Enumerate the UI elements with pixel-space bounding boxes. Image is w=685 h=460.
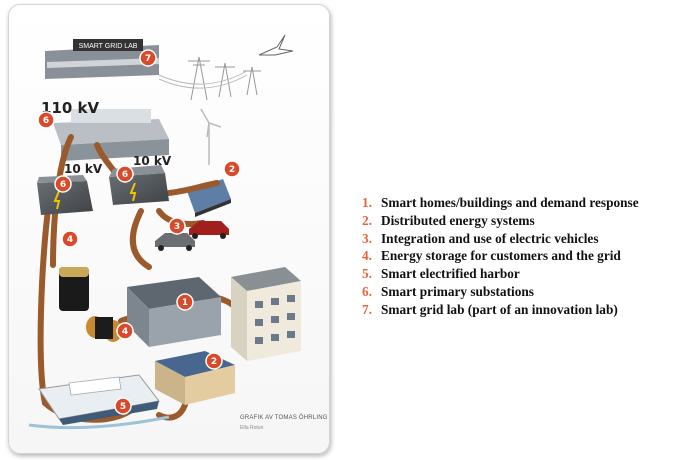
legend-number: 3. [362, 230, 372, 246]
badge-3: 3 [168, 217, 186, 235]
voltage-label-110kv: 110 kV [41, 99, 100, 117]
illustration-drawing: SMART GRID LAB 110 kV [28, 34, 301, 430]
legend-number: 5. [362, 266, 372, 282]
badge-4-bottom: 4 [116, 322, 134, 340]
voltage-label-10kv-left: 10 kV [64, 162, 103, 176]
svg-text:5: 5 [120, 402, 126, 412]
power-line-towers [158, 56, 261, 101]
svg-text:7: 7 [145, 54, 151, 64]
legend-number: 2. [362, 212, 372, 228]
apartment-building [231, 267, 301, 361]
legend-item: 7. Smart grid lab (part of an innovation … [362, 301, 639, 319]
badge-2-bottom: 2 [205, 352, 223, 370]
smart-grid-illustration: SMART GRID LAB 110 kV [8, 4, 330, 454]
badge-7: 7 [139, 49, 157, 67]
lab-sign: SMART GRID LAB [79, 43, 138, 50]
legend-text: Smart electrified harbor [381, 266, 520, 282]
legend-list: 1. Smart homes/buildings and demand respo… [362, 194, 639, 319]
badge-6-left: 6 [54, 175, 72, 193]
legend-text: Integration and use of electric vehicles [381, 230, 599, 246]
wind-turbine [200, 108, 222, 165]
legend-text: Distributed energy systems [381, 212, 535, 228]
badge-2-top: 2 [223, 160, 241, 178]
central-house [127, 277, 221, 347]
battery [59, 267, 89, 311]
illustration-credit-sub: Elfa Rotun [240, 425, 264, 431]
badge-1: 1 [176, 293, 194, 311]
legend-item: 4. Energy storage for customers and the g… [362, 247, 639, 265]
voltage-label-10kv-right: 10 kV [133, 154, 172, 168]
ferry-ship [28, 374, 170, 430]
svg-text:2: 2 [229, 165, 235, 175]
svg-text:6: 6 [60, 180, 66, 190]
svg-text:3: 3 [174, 222, 180, 232]
badge-6-top: 6 [37, 111, 55, 129]
legend-number: 4. [362, 248, 372, 264]
svg-text:6: 6 [43, 116, 49, 126]
electric-cars [155, 221, 229, 251]
svg-text:1: 1 [182, 298, 188, 308]
svg-text:6: 6 [122, 170, 128, 180]
svg-text:4: 4 [67, 235, 73, 245]
transformer-left: 10 kV [37, 162, 103, 215]
legend-text: Smart grid lab (part of an innovation la… [381, 301, 618, 317]
legend-item: 2. Distributed energy systems [362, 212, 639, 230]
legend-text: Energy storage for customers and the gri… [381, 248, 621, 264]
legend-item: 3. Integration and use of electric vehicl… [362, 230, 639, 248]
illustration-credit: GRAFIK AV TOMAS ÖHRLING [240, 415, 328, 421]
legend-text: Smart primary substations [381, 283, 534, 299]
badge-4-top: 4 [61, 230, 79, 248]
stork-bird [258, 34, 294, 56]
substation-110kv: 110 kV [41, 99, 169, 161]
legend-item: 1. Smart homes/buildings and demand respo… [362, 194, 639, 212]
legend-text: Smart homes/buildings and demand respons… [381, 195, 639, 210]
cable-drums [86, 316, 122, 342]
legend-number: 7. [362, 301, 372, 317]
legend-number: 6. [362, 283, 372, 299]
badge-6-right: 6 [116, 165, 134, 183]
legend-item: 5. Smart electrified harbor [362, 265, 639, 283]
svg-text:4: 4 [122, 327, 128, 337]
badge-5: 5 [114, 397, 132, 415]
solar-roof-building [155, 351, 235, 405]
legend-item: 6. Smart primary substations [362, 283, 639, 301]
legend-number: 1. [362, 195, 372, 210]
svg-text:2: 2 [211, 357, 217, 367]
